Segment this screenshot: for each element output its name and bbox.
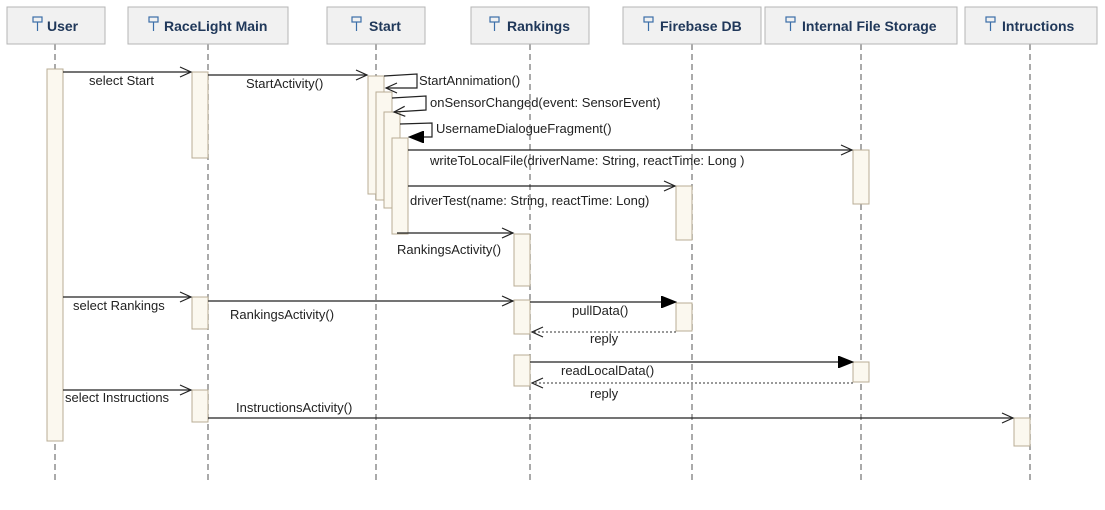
message-select-start: select Start <box>63 66 193 88</box>
message-label: RankingsActivity() <box>397 242 501 257</box>
pin-icon <box>643 16 654 31</box>
activation-rankings <box>513 233 531 287</box>
message-instructionsactivity: InstructionsActivity() <box>208 400 1015 424</box>
activation-main <box>191 71 209 159</box>
participant-rankings[interactable]: Rankings <box>470 6 590 45</box>
message-readlocaldata: readLocalData() <box>530 362 852 378</box>
message-label: reply <box>590 331 619 346</box>
activation-firebase <box>675 302 693 332</box>
message-writetolocalfile: writeToLocalFile(driverName: String, rea… <box>408 144 854 168</box>
participant-label: User <box>47 18 79 34</box>
message-select-instructions: select Instructions <box>63 384 193 405</box>
message-label: select Start <box>89 73 154 88</box>
activation-rankings <box>513 354 531 387</box>
message-drivertest: driverTest(name: String, reactTime: Long… <box>408 180 677 208</box>
message-label: UsernameDialogueFragment() <box>436 121 612 136</box>
activation-start <box>391 137 409 235</box>
activation-user <box>46 68 64 442</box>
message-label: readLocalData() <box>561 363 654 378</box>
activation-storage <box>852 361 870 383</box>
message-label: reply <box>590 386 619 401</box>
participant-internal-file-storage[interactable]: Internal File Storage <box>764 6 958 45</box>
message-startactivity: StartActivity() <box>208 69 369 91</box>
message-select-rankings: select Rankings <box>63 291 193 313</box>
pin-icon <box>148 16 159 31</box>
activation-main <box>191 389 209 423</box>
activation-instructions <box>1013 417 1031 447</box>
message-reply-storage: reply <box>530 377 853 401</box>
participant-instructions[interactable]: Intructions <box>964 6 1098 45</box>
activation-firebase <box>675 185 693 241</box>
message-label: select Instructions <box>65 390 170 405</box>
participant-label: RaceLight Main <box>164 18 267 34</box>
message-onsensorchanged: onSensorChanged(event: SensorEvent) <box>391 95 661 117</box>
participant-label: Internal File Storage <box>802 18 937 34</box>
participant-label: Intructions <box>1002 18 1075 34</box>
message-pulldata: pullData() <box>530 302 675 318</box>
activation-storage <box>852 149 870 205</box>
message-reply-firebase: reply <box>530 326 676 346</box>
message-label: StartAnnimation() <box>419 73 520 88</box>
participant-firebase-db[interactable]: Firebase DB <box>622 6 762 45</box>
activation-main <box>191 296 209 330</box>
activation-rankings <box>513 299 531 335</box>
message-label: driverTest(name: String, reactTime: Long… <box>410 193 649 208</box>
pin-icon <box>985 16 996 31</box>
pin-icon <box>785 16 796 31</box>
message-label: select Rankings <box>73 298 165 313</box>
message-startannimation: StartAnnimation() <box>383 73 520 94</box>
message-label: InstructionsActivity() <box>236 400 352 415</box>
participant-racelight-main[interactable]: RaceLight Main <box>127 6 289 45</box>
message-label: pullData() <box>572 303 628 318</box>
message-label: RankingsActivity() <box>230 307 334 322</box>
message-rankingsactivity-from-start: RankingsActivity() <box>397 227 515 257</box>
message-label: onSensorChanged(event: SensorEvent) <box>430 95 661 110</box>
participant-label: Rankings <box>507 18 570 34</box>
pin-icon <box>489 16 500 31</box>
message-label: StartActivity() <box>246 76 323 91</box>
message-usernamedialoguefragment: UsernameDialogueFragment() <box>399 121 612 137</box>
message-rankingsactivity-from-main: RankingsActivity() <box>208 295 515 322</box>
participant-start[interactable]: Start <box>326 6 426 45</box>
participant-user[interactable]: User <box>6 6 106 45</box>
pin-icon <box>351 16 362 31</box>
pin-icon <box>32 16 43 31</box>
message-label: writeToLocalFile(driverName: String, rea… <box>429 153 745 168</box>
participant-label: Start <box>369 18 401 34</box>
participant-label: Firebase DB <box>660 18 742 34</box>
